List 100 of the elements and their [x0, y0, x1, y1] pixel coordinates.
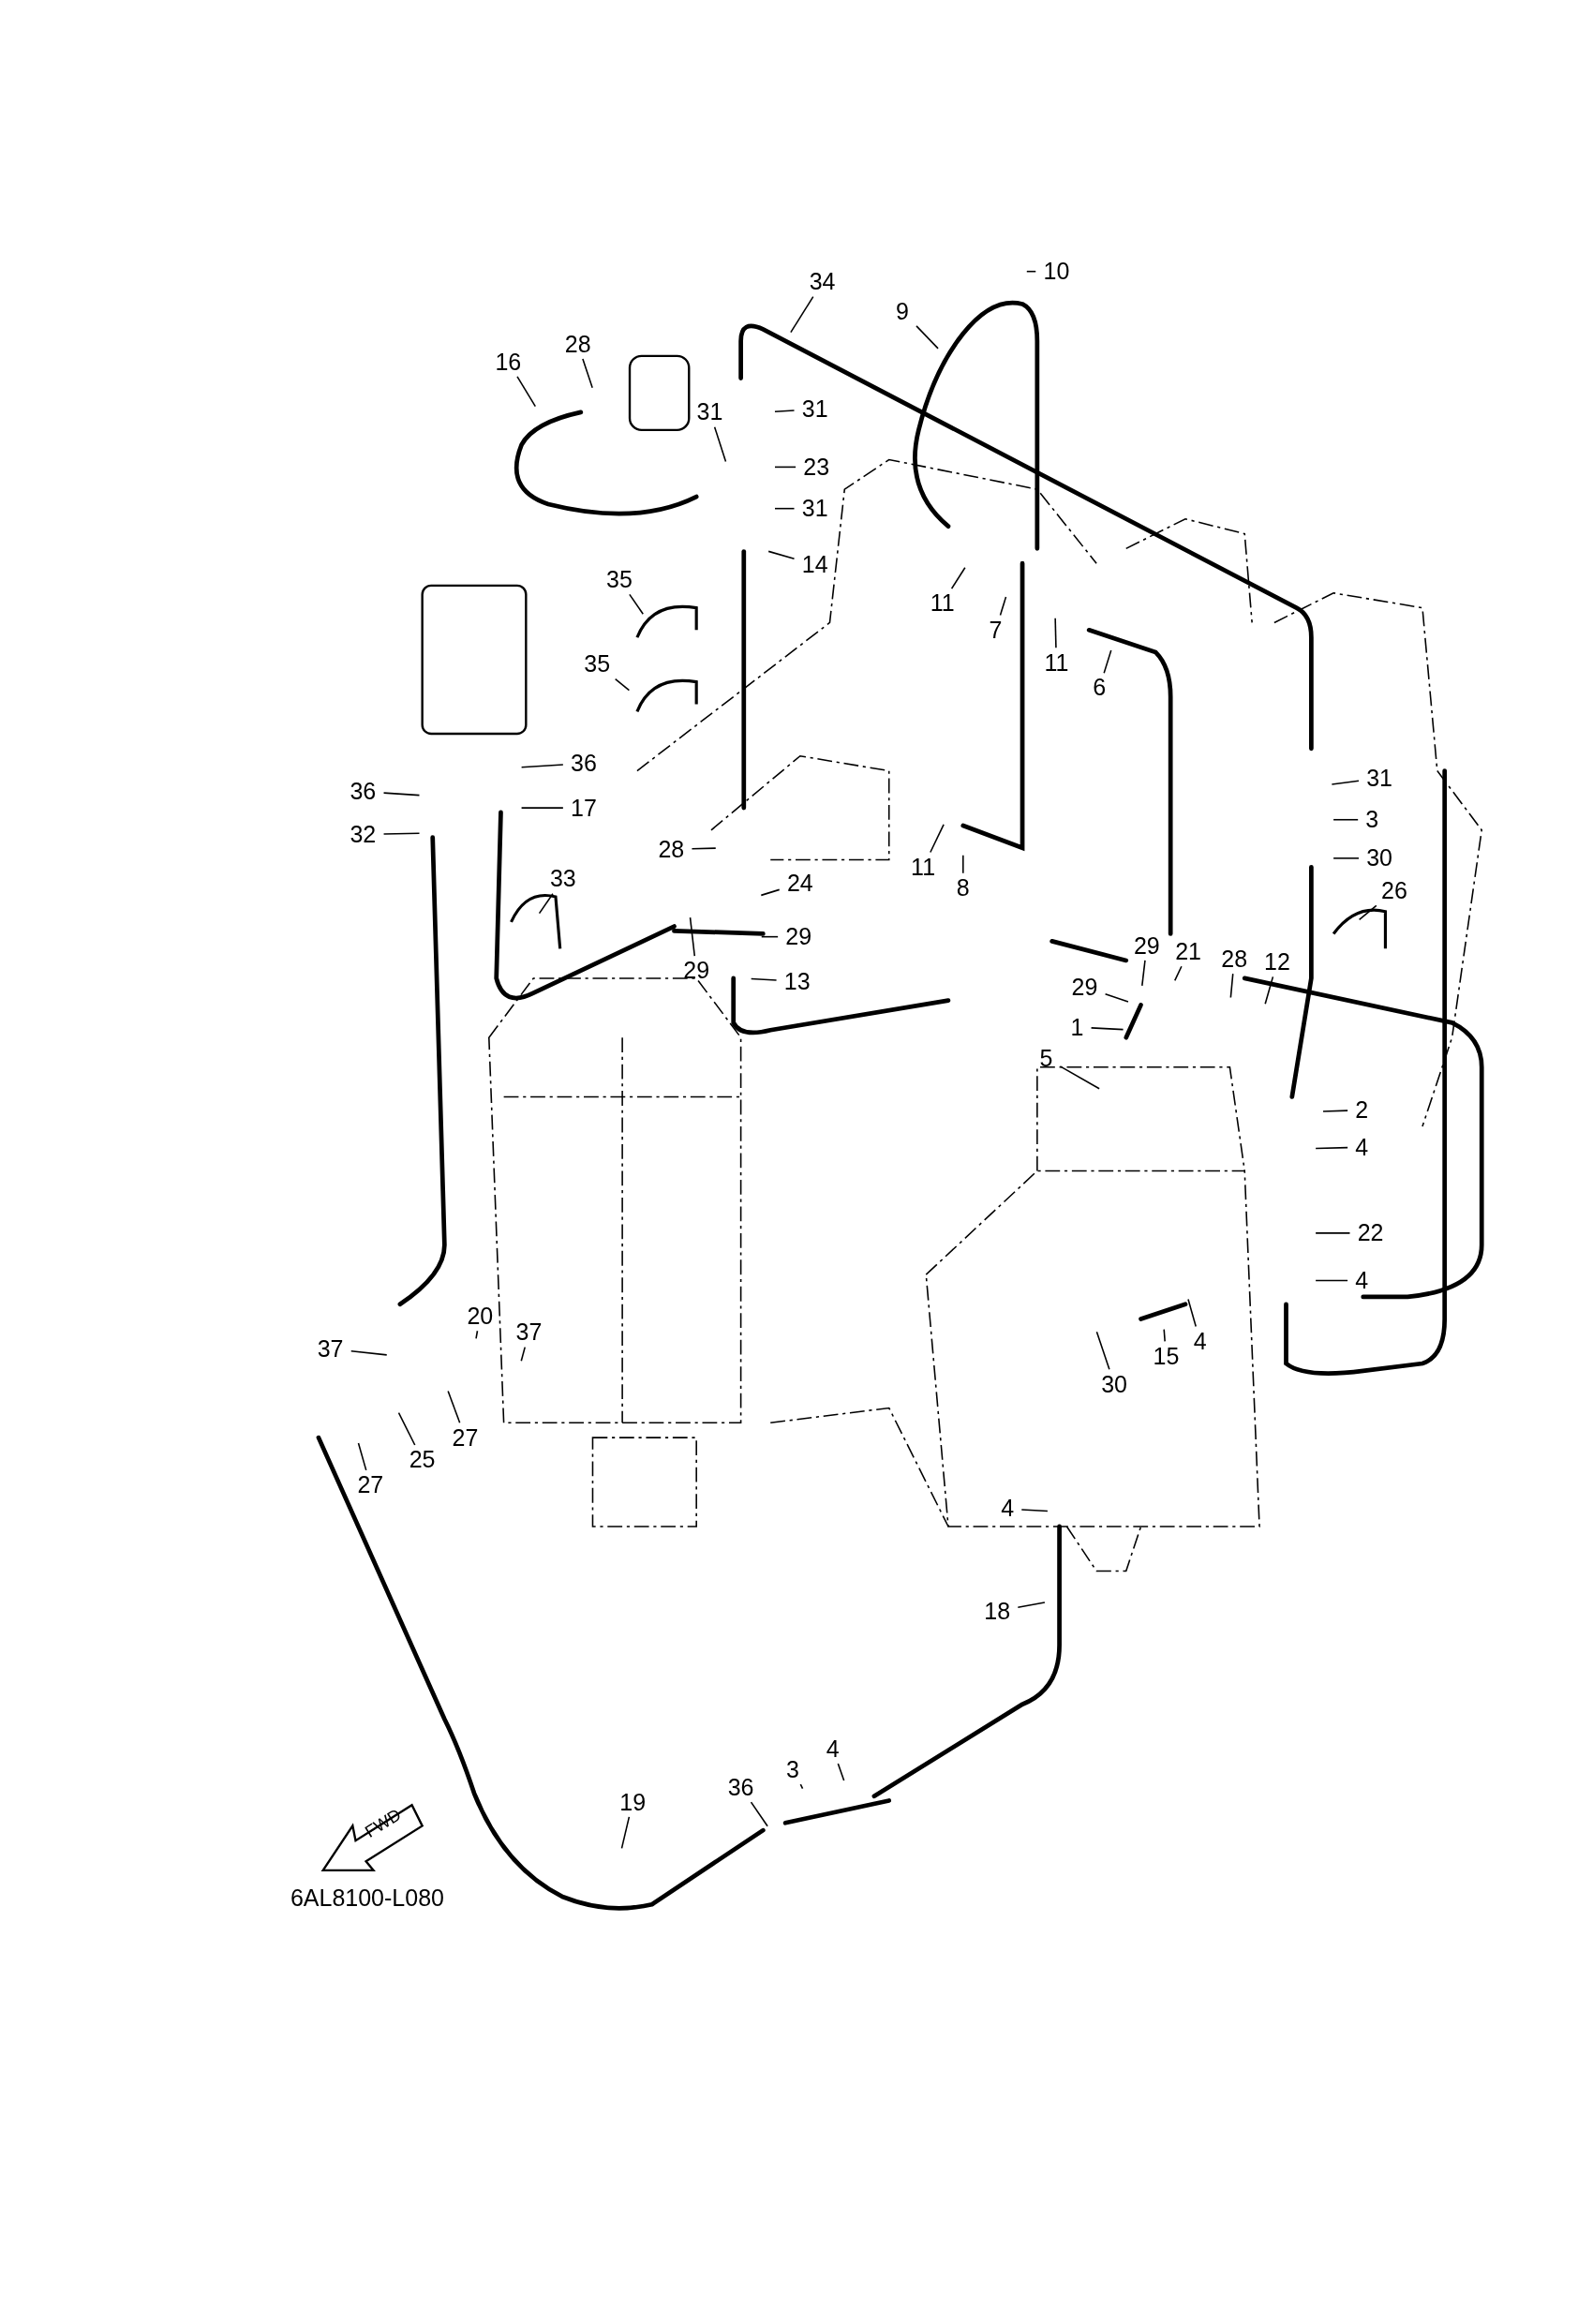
leader-line	[950, 567, 966, 589]
leader-line	[520, 764, 564, 768]
leader-line	[1264, 976, 1274, 1006]
leader-line	[916, 325, 939, 350]
leader-line	[790, 295, 814, 334]
leader-line	[397, 1411, 416, 1446]
leader-line	[1173, 965, 1183, 982]
callout-number: 11	[903, 853, 943, 881]
callout-number: 19	[613, 1788, 652, 1815]
callout-number: 3	[1359, 806, 1385, 833]
leader-line	[538, 893, 554, 915]
leader-line	[1090, 1027, 1124, 1031]
callout-number: 35	[577, 650, 617, 678]
leader-line	[475, 1330, 479, 1340]
callout-number: 26	[1375, 877, 1414, 904]
part-code: 6AL8100-L080	[290, 1885, 444, 1913]
callout-number: 4	[1348, 1133, 1375, 1161]
leader-line	[357, 1442, 367, 1471]
callout-number: 28	[558, 330, 598, 358]
callout-number: 36	[722, 1773, 761, 1801]
callout-number: 24	[781, 870, 820, 897]
callout-number: 16	[488, 348, 528, 376]
leader-line	[962, 854, 964, 874]
callout-number: 36	[343, 778, 382, 805]
leader-line	[1104, 993, 1129, 1003]
callout-number: 5	[1033, 1044, 1059, 1072]
leader-line	[382, 792, 421, 797]
callout-number: 9	[889, 297, 916, 325]
callout-number: 11	[1036, 648, 1076, 676]
callout-number: 3	[780, 1755, 806, 1783]
callout-number: 10	[1036, 258, 1076, 285]
callout-number: 34	[803, 268, 842, 295]
callout-number: 17	[564, 794, 603, 821]
leader-line	[1054, 617, 1057, 649]
callout-number: 4	[1187, 1327, 1213, 1355]
leader-line	[689, 916, 696, 957]
leader-line	[1315, 1232, 1351, 1234]
callout-number: 20	[460, 1302, 499, 1330]
callout-number: 29	[1127, 931, 1167, 960]
callout-number: 23	[796, 453, 836, 481]
callout-number: 2	[1348, 1096, 1375, 1124]
leader-line	[1017, 1601, 1046, 1608]
leader-line	[614, 678, 631, 692]
leader-line	[691, 847, 717, 850]
leader-line	[713, 425, 727, 463]
leader-line	[1358, 904, 1377, 921]
leader-line	[520, 1346, 526, 1362]
leader-line	[1059, 1065, 1100, 1090]
callout-number: 11	[923, 589, 962, 617]
leader-line	[1163, 1328, 1166, 1343]
callout-number: 27	[350, 1471, 390, 1498]
callout-number: 8	[950, 873, 976, 901]
callout-number: 29	[1064, 973, 1104, 1001]
callout-number: 6	[1086, 674, 1112, 701]
callout-number: 31	[1360, 764, 1399, 792]
leader-line	[1315, 1146, 1348, 1150]
leader-line	[999, 596, 1007, 617]
leader-line	[1187, 1298, 1197, 1328]
leader-line	[629, 593, 645, 616]
callout-number: 30	[1360, 844, 1399, 872]
callout-number: 29	[779, 923, 818, 950]
leader-line	[930, 824, 945, 854]
callout-number: 33	[543, 865, 583, 892]
leader-line	[516, 376, 537, 408]
leader-line	[774, 507, 796, 510]
leader-line	[750, 977, 778, 981]
leader-line	[1331, 780, 1360, 785]
callout-number: 30	[1094, 1370, 1134, 1398]
leader-line	[350, 1349, 388, 1356]
callout-number: 7	[983, 616, 1008, 644]
callout-number: 37	[509, 1318, 549, 1346]
callout-number: 21	[1169, 937, 1208, 965]
leader-line	[750, 1801, 768, 1827]
callout-number: 1	[1064, 1013, 1090, 1040]
callout-number: 31	[690, 398, 729, 425]
callout-number: 25	[403, 1446, 442, 1473]
leader-line	[774, 466, 796, 469]
leader-line	[760, 935, 779, 938]
leader-line	[774, 410, 796, 413]
callout-number: 28	[1214, 945, 1254, 973]
callout-number: 35	[600, 566, 639, 593]
callout-number: 27	[445, 1423, 485, 1451]
callout-number: 22	[1351, 1219, 1391, 1246]
callout-number: 28	[651, 835, 691, 863]
callout-number: 31	[796, 495, 835, 522]
callout-number: 32	[343, 821, 382, 848]
callout-number: 37	[311, 1334, 350, 1363]
leader-line	[447, 1390, 461, 1424]
leader-line	[1020, 1509, 1049, 1512]
leader-line	[767, 550, 796, 560]
callout-number: 31	[796, 395, 835, 423]
callout-number: 4	[994, 1495, 1020, 1522]
leader-line	[1332, 818, 1359, 821]
leader-line	[1103, 649, 1112, 674]
leader-line	[620, 1816, 631, 1850]
leader-line	[1229, 973, 1234, 999]
callout-number: 4	[820, 1735, 846, 1763]
callout-number: 36	[564, 750, 603, 777]
leader-line	[1095, 1331, 1110, 1371]
leader-line	[1315, 1279, 1348, 1282]
